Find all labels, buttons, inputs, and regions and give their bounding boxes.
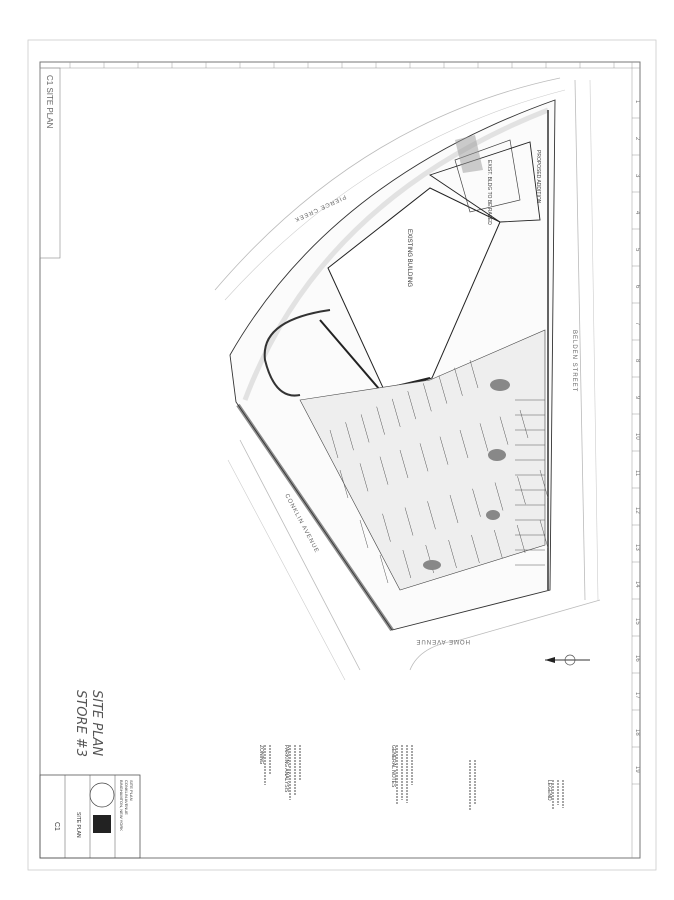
pierce-creek-label: PIERCE CREEK [293,193,347,222]
belden-street-edge [574,79,586,601]
existing-building [327,187,501,393]
parking-stall-line [376,406,385,435]
parking-stall-line [459,429,469,459]
side-strip [39,67,61,259]
grid-number: 14 [634,581,640,588]
zoning-title: ZONING [258,745,264,765]
parking-stall-line [339,469,349,499]
grid-number: 11 [634,470,640,477]
firm-logo [93,815,111,833]
grid-number: 12 [634,507,640,514]
project-line1: SITE PLAN [129,780,134,801]
north-arrow-icon [545,654,590,666]
project-line3: BINGHAMTON, NEW YORK [119,780,124,831]
parking-stall-line [439,436,449,465]
grid-number: 19 [634,766,640,773]
parking-stall-line [419,443,429,472]
conklin-avenue-edge [239,439,361,671]
parking-stall-line [448,539,457,569]
grid-number: 9 [634,396,640,400]
side-strip-label: C1 SITE PLAN [45,75,54,129]
drawing-border [39,61,641,859]
project-line2: CONKLIN AVENUE [124,780,129,815]
parking-stall-line [404,507,414,536]
sidewalk-band [242,107,549,401]
parking-stalls [329,359,549,584]
grid-number: 7 [634,322,640,326]
razed-building [454,139,521,213]
grid-number: 5 [634,248,640,252]
grid-number: 2 [634,137,640,141]
parking-stall-line [469,359,479,389]
parking-stall-line [539,469,549,499]
parking-stall-line [494,529,503,559]
parking-lot [299,329,546,591]
legend-title: LEGEND [546,780,552,801]
grid-number: 10 [634,433,640,440]
drive-through-lane [263,309,331,397]
parking-stall-line [359,519,369,549]
parking-stall-line [359,463,369,492]
parking-stall-line [360,414,370,443]
landscape-island [488,449,506,461]
landscape-island [486,510,500,520]
parking-stall-line [329,429,339,459]
parking-stall-line [438,375,448,404]
existing-building-label: EXISTING BUILDING [406,229,412,287]
proposed-addition-label: PROPOSED ADDITION [535,150,541,204]
parking-stall-line [423,383,432,412]
parking-stall-line [519,409,529,439]
notes-text-lines [264,745,564,810]
parking-stall-line [516,524,526,554]
grid-number: 15 [634,618,640,625]
grid-number: 1 [634,100,640,104]
parking-stall-line [379,456,389,485]
landscape-island [423,560,441,570]
grid-number: 18 [634,729,640,736]
conklin-curb [236,403,394,632]
grid-number: 17 [634,692,640,699]
parking-stall-line [402,549,412,579]
belden-street-label: BELDEN STREET [571,330,577,392]
parking-stall-line [449,494,459,524]
parking-stall-line [427,501,436,530]
outer-sheet-border [27,39,657,871]
creek-edge [214,77,561,291]
grid-number: 16 [634,655,640,662]
parking-stall-line [382,513,391,542]
handwritten-site-plan: SITE PLAN [89,690,104,756]
parking-stall-line [494,482,504,511]
parking-stall-line [454,367,463,396]
handwritten-store-number: STORE #3 [73,690,88,757]
grid-number: 8 [634,359,640,363]
top-grid-ticks [69,62,615,68]
parking-stall-line [391,398,401,427]
parking-stall-line [399,449,409,479]
home-avenue-label: HOME AVENUE [415,638,470,644]
parking-stall-line [539,519,549,549]
parking-stall-line [472,488,481,517]
grid-number: 13 [634,544,640,551]
parking-stall-line [499,416,509,445]
general-notes-title: GENERAL NOTES [390,745,396,788]
landscape-island [490,379,510,391]
grid-number: 3 [634,174,640,178]
parking-stall-line [379,554,389,584]
title-block: SITE PLAN CONKLIN AVENUE BINGHAMTON, NEW… [39,774,141,859]
parking-stall-line [345,422,354,451]
parking-stall-line [471,534,480,564]
parking-analysis-title: PARKING ANALYSIS [283,745,289,793]
home-avenue-edge [409,599,601,671]
grading-hatch [455,135,483,173]
sheet-title: SITE PLAN [75,812,81,838]
razed-building-label: EXIST. BLDG TO BE RAZED [486,160,492,225]
parking-stall-line [479,423,489,452]
sheet-number: C1 [53,822,60,831]
proposed-addition [428,141,541,223]
engineer-seal [89,782,115,808]
grid-number: 6 [634,285,640,289]
grid-number: 4 [634,211,640,215]
parking-stall-line [407,391,417,420]
